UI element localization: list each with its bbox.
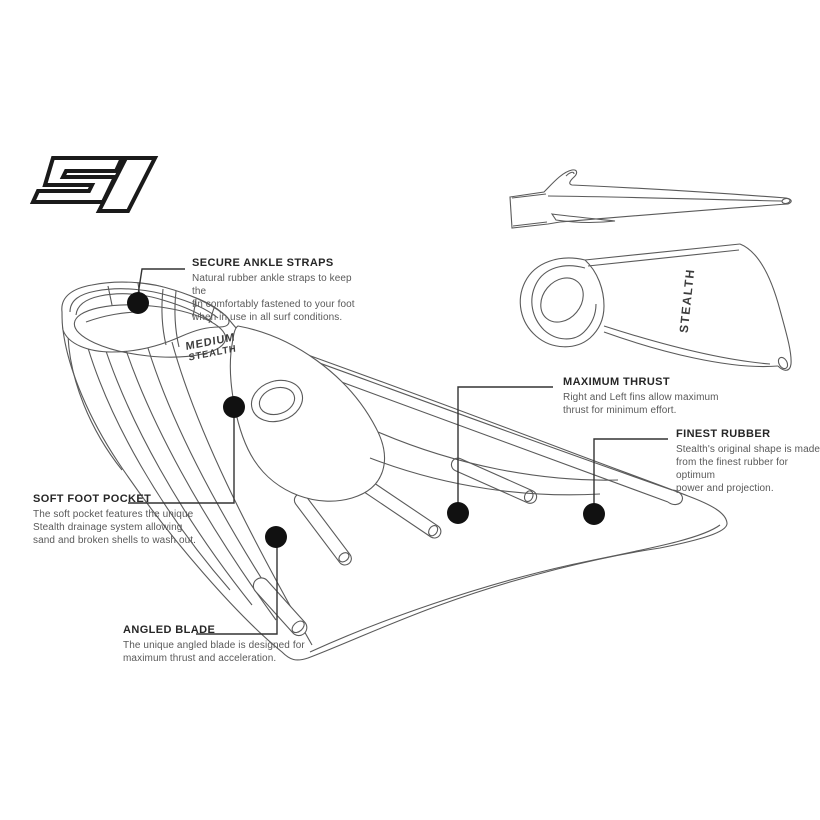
callout-secure-ankle-straps: SECURE ANKLE STRAPS Natural rubber ankle… [192,257,367,324]
marker-soft-foot-pocket [223,396,245,418]
callout-title: MAXIMUM THRUST [563,376,671,388]
callout-title: ANGLED BLADE [123,624,216,636]
leader-secure-ankle-straps [137,268,185,296]
callout-leaders [128,268,668,635]
callout-title: SOFT FOOT POCKET [33,493,152,505]
s1-logo [29,156,159,213]
callout-body: Natural rubber ankle straps to keep the … [192,272,355,323]
marker-angled-blade [265,526,287,548]
stealth-brand-stamp: STEALTH [677,268,698,334]
callout-finest-rubber: FINEST RUBBER Stealth's original shape i… [676,428,820,495]
callout-body: The unique angled blade is designed for … [123,639,305,664]
ankle-strap [107,282,215,348]
foot-pocket-vamp [229,325,385,502]
marker-finest-rubber [583,503,605,525]
ankle-cuff-rim [61,281,230,353]
main-fin: MEDIUM STEALTH [61,281,728,661]
callout-angled-blade: ANGLED BLADE The unique angled blade is … [123,624,323,665]
callout-markers [127,292,605,548]
leader-finest-rubber [593,438,668,506]
marker-maximum-thrust [447,502,469,524]
callout-body: Stealth's original shape is made from th… [676,443,820,494]
top-view-fin: STEALTH [519,243,792,371]
callout-soft-foot-pocket: SOFT FOOT POCKET The soft pocket feature… [33,493,208,547]
s1-logo-one-glyph [95,156,159,213]
callout-title: SECURE ANKLE STRAPS [192,257,334,269]
blade-rails [87,337,313,646]
marker-secure-ankle-straps [127,292,149,314]
drainage-hole [250,379,304,423]
callout-title: FINEST RUBBER [676,428,771,440]
callout-maximum-thrust: MAXIMUM THRUST Right and Left fins allow… [563,376,733,417]
leader-maximum-thrust [457,386,553,505]
side-view-fin [509,169,792,229]
callout-body: The soft pocket features the unique Stea… [33,508,197,546]
callout-body: Right and Left fins allow maximum thrust… [563,391,719,416]
leader-angled-blade [196,546,278,635]
angled-blade-fingers [252,457,538,637]
leader-soft-foot-pocket [128,415,235,504]
